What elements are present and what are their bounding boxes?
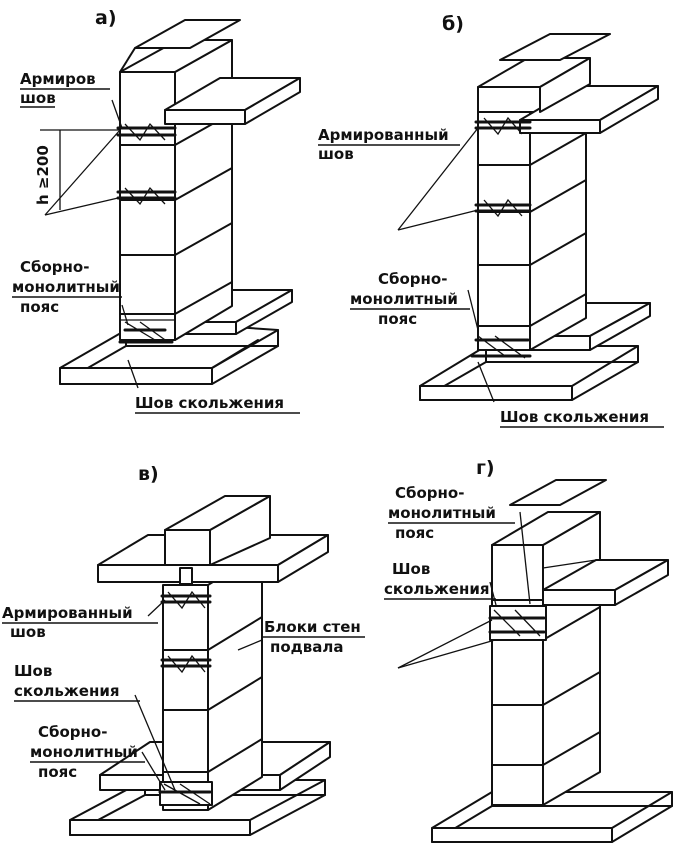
diagram-d-foundation-slab xyxy=(431,791,673,843)
diagram-a: а) xyxy=(12,7,301,414)
diagram-c-reinforced-seam-label: Армированный xyxy=(2,604,133,622)
diagram-d-belt-label-3: пояс xyxy=(395,524,434,542)
diagram-a-title: а) xyxy=(95,7,117,29)
diagram-d-belt-label-2: монолитный xyxy=(388,504,496,522)
diagram-b-reinforced-seam-label: Армированный xyxy=(318,126,449,144)
diagram-c-slip-seam-label-1: Шов xyxy=(14,662,52,680)
diagram-b-leaders xyxy=(397,127,495,403)
diagram-d-belt-label-1: Сборно- xyxy=(395,484,464,502)
diagram-a-leaders xyxy=(40,99,139,389)
diagram-a-belt-label-3: пояс xyxy=(20,298,59,316)
diagram-d-floor-slab xyxy=(542,559,669,606)
diagram-a-belt-label-1: Сборно- xyxy=(20,258,89,276)
diagram-b-title: б) xyxy=(442,13,464,35)
diagram-d-top-block xyxy=(491,479,607,546)
diagram-d-wall xyxy=(488,511,601,806)
diagram-a-top-slab xyxy=(119,19,301,125)
diagram-b-reinforced-seam-label-2: шов xyxy=(318,145,354,163)
diagram-c-title: в) xyxy=(138,463,159,485)
diagram-a-height-note: h ≥200 xyxy=(34,145,52,205)
diagram-c-wall-blocks-label-2: подвала xyxy=(270,638,344,656)
diagram-a-slip-seam-label: Шов скольжения xyxy=(135,394,284,412)
diagram-c: в) xyxy=(2,463,365,836)
diagram-d-title: г) xyxy=(476,457,495,479)
diagram-d: г) xyxy=(384,457,673,843)
diagram-a-reinforced-seam-label-2: шов xyxy=(20,89,56,107)
diagram-c-reinforced-seam-label-2: шов xyxy=(10,623,46,641)
diagram-c-rebars xyxy=(160,590,212,674)
diagram-a-belt-label-2: монолитный xyxy=(12,278,120,296)
diagram-a-rebars xyxy=(116,122,177,206)
diagram-c-wall xyxy=(158,551,263,811)
diagram-a-reinforced-seam-label: Армиров xyxy=(20,70,96,88)
diagram-b-belt-label-3: пояс xyxy=(378,310,417,328)
diagram-c-belt-label-3: пояс xyxy=(38,763,77,781)
diagram-b-top-slab xyxy=(477,33,659,134)
diagram-d-slip-seam-label-1: Шов xyxy=(392,560,430,578)
diagram-c-leaders xyxy=(134,599,263,791)
diagram-c-belt-label-1: Сборно- xyxy=(38,723,107,741)
diagram-d-leaders xyxy=(397,511,531,669)
diagram-c-slip-seam-label-2: скольжения xyxy=(14,682,119,700)
diagram-b-belt-label-1: Сборно- xyxy=(378,270,447,288)
diagram-b-rebars xyxy=(474,116,532,218)
diagram-b-belt-label-2: монолитный xyxy=(350,290,458,308)
diagram-b-foundation-slab xyxy=(419,345,639,401)
diagram-d-slip-seam-label-2: скольжения xyxy=(384,580,489,598)
diagram-c-wall-blocks-label-1: Блоки стен xyxy=(264,618,361,636)
diagram-b-wall xyxy=(470,79,587,359)
diagram-b-slip-seam-label: Шов скольжения xyxy=(500,408,649,426)
diagram-c-belt-label-2: монолитный xyxy=(30,743,138,761)
diagram-b: б) xyxy=(318,13,664,428)
diagram-c-top-slab xyxy=(97,495,329,585)
